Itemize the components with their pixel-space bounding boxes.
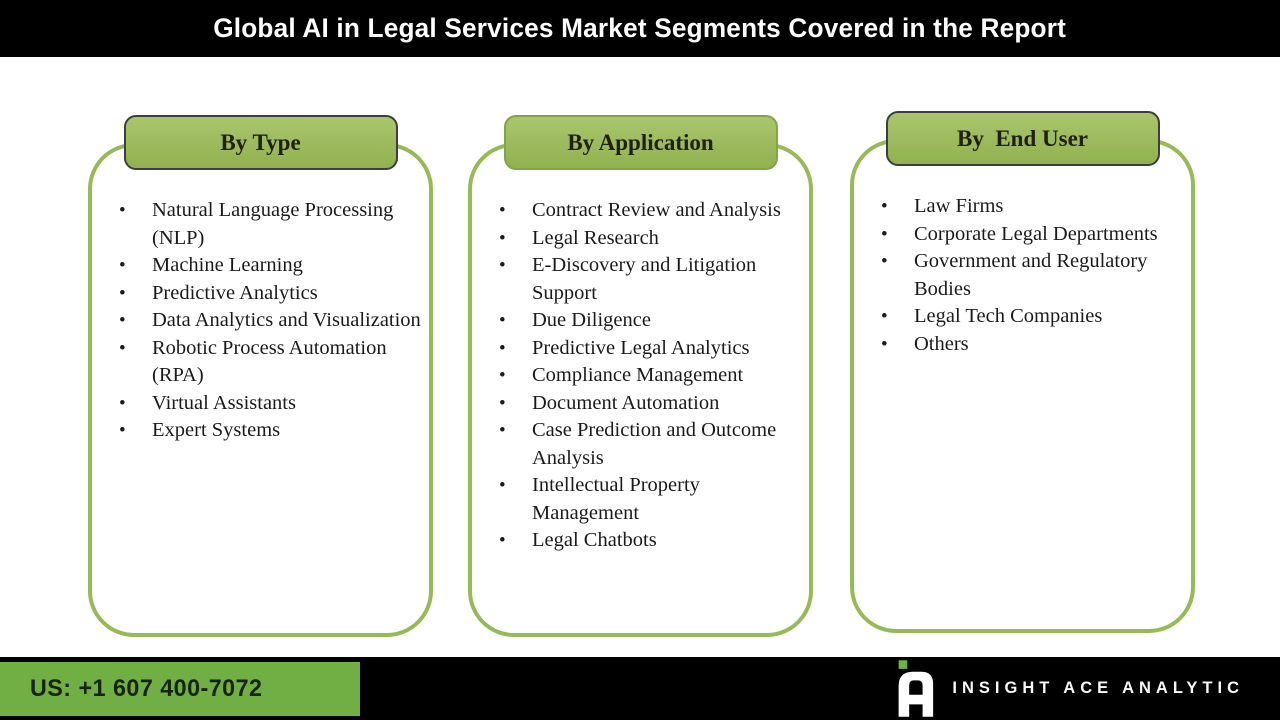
bullet-icon: • [119,310,126,331]
list-item-label: Law Firms [914,195,1004,217]
list-item: • Contract Review and Analysis [499,197,801,225]
list-item: • Due Diligence [499,307,801,335]
phone-badge: US: +1 607 400-7072 [0,662,360,716]
panel-by-application: By Application • Contract Review and Anal… [468,115,813,637]
list-item-label: Document Automation [532,391,720,414]
list-item-label: Expert Systems [152,419,281,441]
bullet-icon: • [881,333,888,355]
list-item: • Data Analytics and Visualization [119,307,421,335]
list-item-label: Corporate Legal Departments [914,222,1158,245]
bullet-icon: • [499,392,506,414]
tab-by-end-user-label: By End User [957,125,1088,151]
list-item: • Predictive Analytics [119,280,421,308]
bullet-icon: • [499,475,506,496]
list-item-label: Robotic Process Automation (RPA) [152,336,387,387]
list-item-label: Contract Review and Analysis [532,199,781,221]
list-item: • Robotic Process Automation (RPA) [119,335,421,390]
bullet-icon: • [119,420,126,441]
end-user-list: • Law Firms • Corporate Legal Departments • G… [854,143,1191,358]
list-item: • Virtual Assistants [119,390,421,418]
tab-by-end-user: By End User [885,111,1160,166]
list-item-label: Compliance Management [532,364,744,386]
bullet-icon: • [119,337,126,359]
list-item-label: Predictive Legal Analytics [532,336,750,359]
list-item: • Law Firms [881,193,1183,221]
list-item: • Intellectual Property Management [499,472,801,527]
bullet-icon: • [119,282,126,304]
list-item-label: Data Analytics and Visualization [152,309,421,331]
bullet-icon: • [119,200,126,221]
bullet-icon: • [499,255,506,276]
list-item-label: Intellectual Property Management [532,474,700,524]
list-item: • Compliance Management [499,362,801,390]
title-bar: Global AI in Legal Services Market Segme… [0,0,1280,57]
list-item: • Natural Language Processing (NLP) [119,197,421,252]
list-item-label: Case Prediction and Outcome Analysis [532,419,777,469]
list-item-label: Due Diligence [532,309,651,331]
bullet-icon: • [119,392,126,414]
application-list: • Contract Review and Analysis • Legal Rese… [472,147,809,555]
list-item: • Machine Learning [119,252,421,280]
bullet-icon: • [881,251,888,272]
page-title: Global AI in Legal Services Market Segme… [213,13,1067,43]
tab-by-application-label: By Application [567,129,714,155]
bullet-icon: • [499,365,506,386]
list-item: • Legal Chatbots [499,527,801,555]
type-list: • Natural Language Processing (NLP) • Machi… [92,147,429,445]
list-item-label: Government and Regulatory Bodies [914,250,1148,300]
list-item: • Predictive Legal Analytics [499,335,801,363]
tab-by-type: By Type [123,115,398,170]
bullet-icon: • [881,196,888,217]
list-item: • Legal Research [499,225,801,253]
tab-by-application: By Application [503,115,778,170]
bullet-icon: • [499,200,506,221]
list-item-label: Others [914,332,969,355]
footer-bar: US: +1 607 400-7072 INSIGHT ACE ANALYTIC [0,657,1280,720]
bullet-icon: • [499,530,506,551]
bullet-icon: • [499,420,506,441]
list-item-label: Legal Chatbots [532,529,657,551]
list-item: • Case Prediction and Outcome Analysis [499,417,801,472]
list-item-label: Legal Tech Companies [914,305,1103,327]
list-item: • Government and Regulatory Bodies [881,248,1183,303]
phone-number: US: +1 607 400-7072 [30,675,263,702]
insight-ace-logo-icon [899,659,934,717]
list-item: • E-Discovery and Litigation Support [499,252,801,307]
list-item: • Expert Systems [119,417,421,445]
bullet-icon: • [499,310,506,331]
list-item: • Others [881,331,1183,359]
brand: INSIGHT ACE ANALYTIC [890,657,1244,720]
list-item-label: Virtual Assistants [152,391,296,414]
list-item-label: Legal Research [532,226,659,249]
bullet-icon: • [881,223,888,245]
brand-name: INSIGHT ACE ANALYTIC [952,679,1244,697]
list-item-label: E-Discovery and Litigation Support [532,254,757,304]
list-item-label: Natural Language Processing (NLP) [152,199,394,249]
panel-by-end-user: By End User • Law Firms • Corporate Legal D… [850,111,1195,633]
list-item: • Corporate Legal Departments [881,221,1183,249]
bullet-icon: • [499,337,506,359]
list-item-label: Machine Learning [152,254,303,276]
bullet-icon: • [881,306,888,327]
list-item-label: Predictive Analytics [152,281,318,304]
bullet-icon: • [119,255,126,276]
list-item: • Legal Tech Companies [881,303,1183,331]
bullet-icon: • [499,227,506,249]
tab-by-type-label: By Type [220,129,301,155]
panel-by-type: By Type • Natural Language Processing (NL… [88,115,433,637]
list-item: • Document Automation [499,390,801,418]
